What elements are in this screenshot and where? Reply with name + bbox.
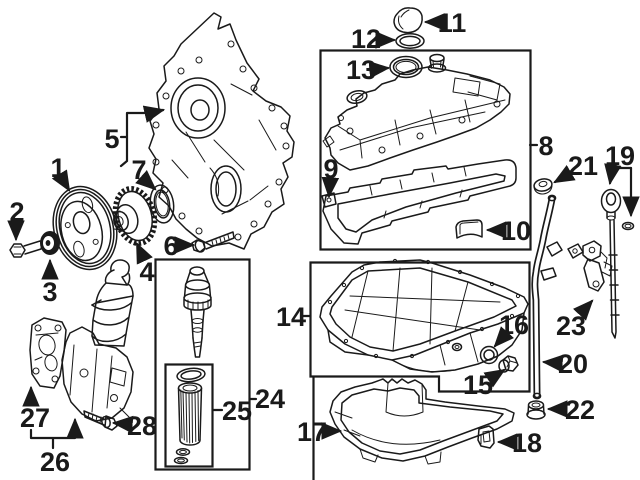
breather-cap-drawing xyxy=(427,53,447,73)
gasket-piece-drawing xyxy=(455,219,483,239)
callout-20-leader xyxy=(541,354,564,373)
drain-plug-seal-drawing xyxy=(479,345,499,365)
callout-15-leader xyxy=(483,368,506,388)
callout-21-label: 21 xyxy=(568,151,598,181)
callout-4-label: 4 xyxy=(139,257,154,287)
callout-27-label: 27 xyxy=(20,403,50,433)
callout-5-label: 5 xyxy=(104,124,119,154)
callout-23-label: 23 xyxy=(556,311,586,341)
oil-filter-box xyxy=(154,258,251,471)
callout-16-leader xyxy=(493,326,515,348)
dipstick-tube-drawing xyxy=(531,194,563,400)
filter-small-orings-drawing xyxy=(173,448,191,465)
tube-grommet-lower-drawing xyxy=(526,400,546,420)
callout-22-label: 22 xyxy=(565,395,595,425)
front-seal-drawing xyxy=(149,184,175,224)
callout-13-label: 13 xyxy=(346,55,376,85)
callout-14-label: 14 xyxy=(276,302,306,332)
oil-filter-housing-drawing xyxy=(61,259,134,422)
oil-filler-cap-drawing xyxy=(393,7,423,34)
callout-16-label: 16 xyxy=(499,310,529,340)
callout-11-label: 11 xyxy=(438,8,467,38)
callout-19-label: 19 xyxy=(605,141,635,171)
pan-clip-drawing xyxy=(477,425,495,449)
callout-28-leader xyxy=(111,415,134,434)
valve-cover-gasket-drawing xyxy=(321,159,517,245)
callout-5-arrow xyxy=(142,105,166,123)
callout-17-label: 17 xyxy=(297,417,327,447)
dipstick-drawing xyxy=(600,188,635,339)
callout-21-leader xyxy=(553,164,576,184)
housing-bolt-drawing xyxy=(83,410,118,431)
callout-25-label: 25 xyxy=(222,396,252,426)
crank-sprocket-drawing xyxy=(112,186,158,246)
crank-washer-drawing xyxy=(40,231,60,255)
callout-1-label: 1 xyxy=(50,153,65,183)
filler-neck-seal-drawing xyxy=(389,55,423,79)
valve-cover-box xyxy=(319,49,532,251)
callout-7-leader xyxy=(135,169,157,191)
drain-plug-drawing xyxy=(498,355,519,373)
oil-filter-kit-box xyxy=(164,363,214,468)
oil-pan-box xyxy=(309,261,531,393)
tube-bracket-drawing xyxy=(567,240,613,292)
crank-bolt-drawing xyxy=(9,240,43,258)
filter-oring-drawing xyxy=(176,367,206,383)
valve-cover-drawing xyxy=(322,66,511,171)
tube-grommet-upper-drawing xyxy=(533,178,553,195)
callout-9-label: 9 xyxy=(323,154,338,184)
callout-10-label: 10 xyxy=(501,216,531,246)
filter-cap-drawing xyxy=(183,266,212,358)
callout-28-label: 28 xyxy=(127,411,157,441)
housing-bracket-drawing xyxy=(29,317,67,389)
callout-6-label: 6 xyxy=(163,231,178,261)
upper-oil-pan-drawing xyxy=(319,258,529,373)
callout-1-leader xyxy=(51,169,71,192)
filter-cartridge-drawing xyxy=(177,382,203,446)
callout-26-label: 26 xyxy=(40,447,70,477)
callout-8-label: 8 xyxy=(538,131,553,161)
callout-24-label: 24 xyxy=(255,384,285,414)
callout-19-arrow-a xyxy=(604,163,622,186)
filler-cap-seal-drawing xyxy=(395,33,425,49)
timing-cover-drawing xyxy=(148,12,295,250)
callout-15-label: 15 xyxy=(463,370,493,400)
lower-oil-pan-drawing xyxy=(329,378,515,465)
crankshaft-pulley-drawing xyxy=(52,185,118,271)
callout-20-label: 20 xyxy=(558,349,588,379)
callout-12-label: 12 xyxy=(351,24,381,54)
callout-13-leader xyxy=(368,60,391,79)
callout-3-label: 3 xyxy=(42,277,57,307)
callout-2-label: 2 xyxy=(9,197,24,227)
callout-23-leader xyxy=(572,299,594,321)
callout-18-label: 18 xyxy=(512,428,542,458)
callout-7-label: 7 xyxy=(131,155,146,185)
callout-9-leader xyxy=(321,176,340,199)
callout-4-leader xyxy=(135,242,153,265)
